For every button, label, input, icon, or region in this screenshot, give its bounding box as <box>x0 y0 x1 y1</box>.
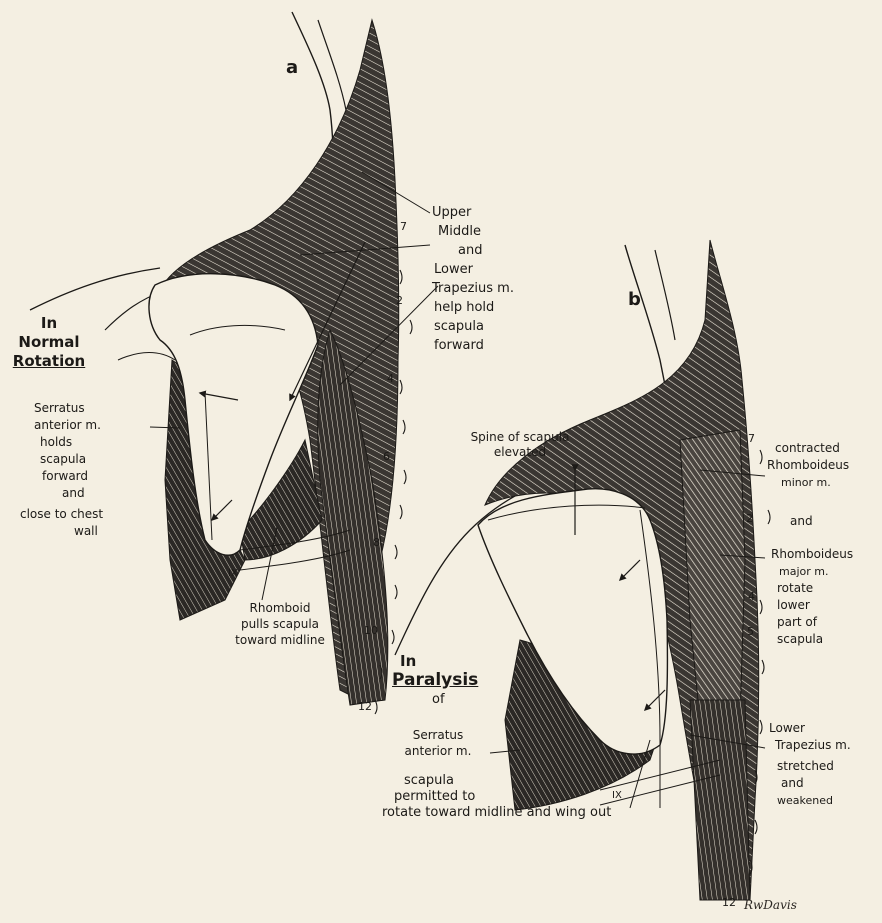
label-line: holds <box>34 434 103 451</box>
label-line: anterior m. <box>34 417 103 434</box>
label-line: Trapezius m. <box>767 737 851 754</box>
vertebra-number: 12 <box>358 700 372 713</box>
heading-line: In <box>392 652 478 671</box>
rhomboid-major-label: Rhomboideus major m. rotate lower part o… <box>771 546 853 648</box>
label-line: anterior m. <box>388 743 488 759</box>
label-line: Upper <box>432 203 514 222</box>
label-line: forward <box>432 336 514 355</box>
label-line: and <box>432 241 514 260</box>
label-line: scapula <box>34 451 103 468</box>
label-line: stretched <box>767 754 851 775</box>
label-line: Rhomboideus <box>767 457 849 474</box>
label-line: contracted <box>767 440 849 457</box>
rib-ix-label-b: IX <box>612 790 622 801</box>
label-line: elevated <box>455 445 585 460</box>
label-line: part of <box>771 614 853 631</box>
label-line: Lower <box>432 260 514 279</box>
label-line: Trapezius m. <box>432 279 514 298</box>
label-line: and <box>767 775 851 792</box>
label-line: scapula <box>432 317 514 336</box>
label-line: wall <box>34 523 103 540</box>
vertebra-number: 4 <box>748 590 755 603</box>
vertebra-number: 5 <box>747 625 754 638</box>
label-line: minor m. <box>767 474 849 491</box>
panel-b-letter: b <box>628 290 641 309</box>
label-line: permitted to <box>382 789 611 805</box>
label-line: Serratus <box>388 727 488 743</box>
label-line: forward <box>34 468 103 485</box>
heading-line: In <box>6 314 92 333</box>
label-line: toward midline <box>230 632 330 648</box>
scapula-note-b: scapula permitted to rotate toward midli… <box>382 773 611 821</box>
vertebra-number: 2 <box>746 512 753 525</box>
label-line: and <box>34 485 103 502</box>
label-line: Spine of scapula <box>455 430 585 445</box>
panel-a-heading: In Normal Rotation <box>6 314 92 371</box>
heading-line: Normal <box>6 333 92 352</box>
trapezius-label-a: Upper Middle and Lower Trapezius m. help… <box>432 203 514 355</box>
serratus-label-a: Serratus anterior m. holds scapula forwa… <box>34 400 103 540</box>
artist-signature: RwDavis <box>744 898 797 912</box>
rib-ix-label-a: IX <box>228 568 238 579</box>
heading-line: of <box>392 690 478 709</box>
vertebra-number: 6 <box>383 450 390 463</box>
heading-line: Rotation <box>6 352 92 371</box>
label-line: Serratus <box>34 400 103 417</box>
vertebra-number: 4 <box>387 372 394 385</box>
label-line: major m. <box>771 563 853 580</box>
label-line: rotate <box>771 580 853 597</box>
label-line: scapula <box>382 773 611 789</box>
panel-a-letter: a <box>286 58 298 77</box>
label-line: lower <box>771 597 853 614</box>
label-line: rotate toward midline and wing out <box>382 805 611 821</box>
rhomboid-label-a: Rhomboid pulls scapula toward midline <box>230 600 330 648</box>
lower-trapezius-label-b: Lower Trapezius m. stretched and weakene… <box>767 720 851 809</box>
panel-b-heading: In Paralysis of <box>392 652 478 709</box>
rhomboid-minor-label: contracted Rhomboideus minor m. <box>767 440 849 491</box>
label-line: weakened <box>767 792 851 809</box>
label-line: Middle <box>432 222 514 241</box>
label-line: Rhomboid <box>230 600 330 616</box>
and-label-b: and <box>790 512 813 531</box>
label-line: close to chest <box>20 502 103 523</box>
lower-trapezius-b <box>690 700 750 900</box>
vertebra-number: 7 <box>748 432 755 445</box>
vertebra-number: 12 <box>722 896 736 909</box>
label-line: scapula <box>771 631 853 648</box>
label-line: Lower <box>767 720 851 737</box>
heading-line: Paralysis <box>392 671 478 690</box>
label-line: help hold <box>432 298 514 317</box>
vertebra-number: 2 <box>396 294 403 307</box>
serratus-label-b: Serratus anterior m. <box>388 727 488 759</box>
label-line: Rhomboideus <box>771 546 853 563</box>
spine-of-scapula-label: Spine of scapula elevated <box>455 430 585 460</box>
vertebra-number: 10 <box>364 624 378 637</box>
label-line: pulls scapula <box>230 616 330 632</box>
vertebra-number: 8 <box>373 536 380 549</box>
vertebra-number: 7 <box>400 220 407 233</box>
